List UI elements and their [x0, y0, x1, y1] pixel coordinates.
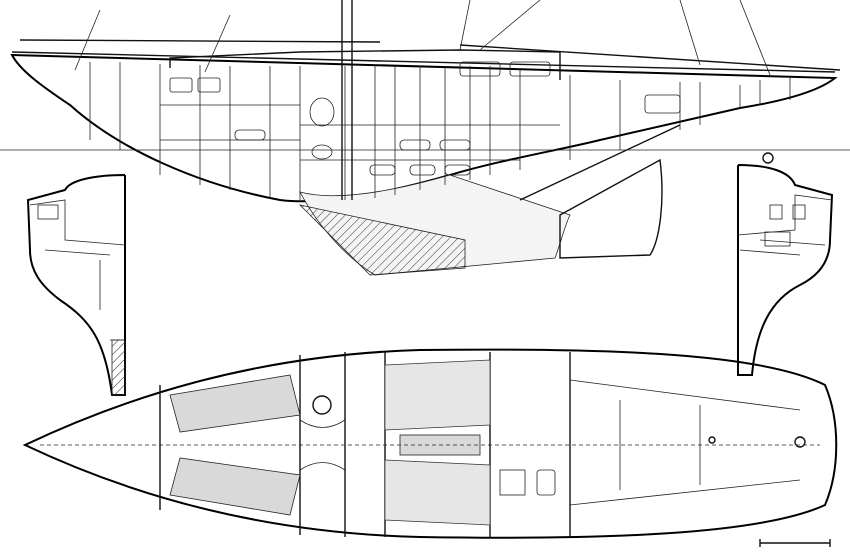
section-fore — [26, 174, 126, 396]
cabin-top — [169, 49, 561, 80]
section-aft — [737, 152, 834, 376]
hull-profile — [10, 53, 838, 203]
ballast-hatch — [298, 204, 466, 276]
mast — [341, 0, 353, 200]
prop-shaft — [519, 124, 681, 201]
rudder-skeg — [559, 158, 663, 259]
rigging — [74, 0, 771, 76]
scale-bar — [759, 539, 831, 547]
ports — [169, 61, 681, 176]
plan-view — [22, 348, 838, 539]
profile-view — [0, 0, 850, 276]
rail — [19, 39, 841, 71]
hull-plan — [22, 348, 838, 539]
sheer-line — [11, 51, 836, 73]
